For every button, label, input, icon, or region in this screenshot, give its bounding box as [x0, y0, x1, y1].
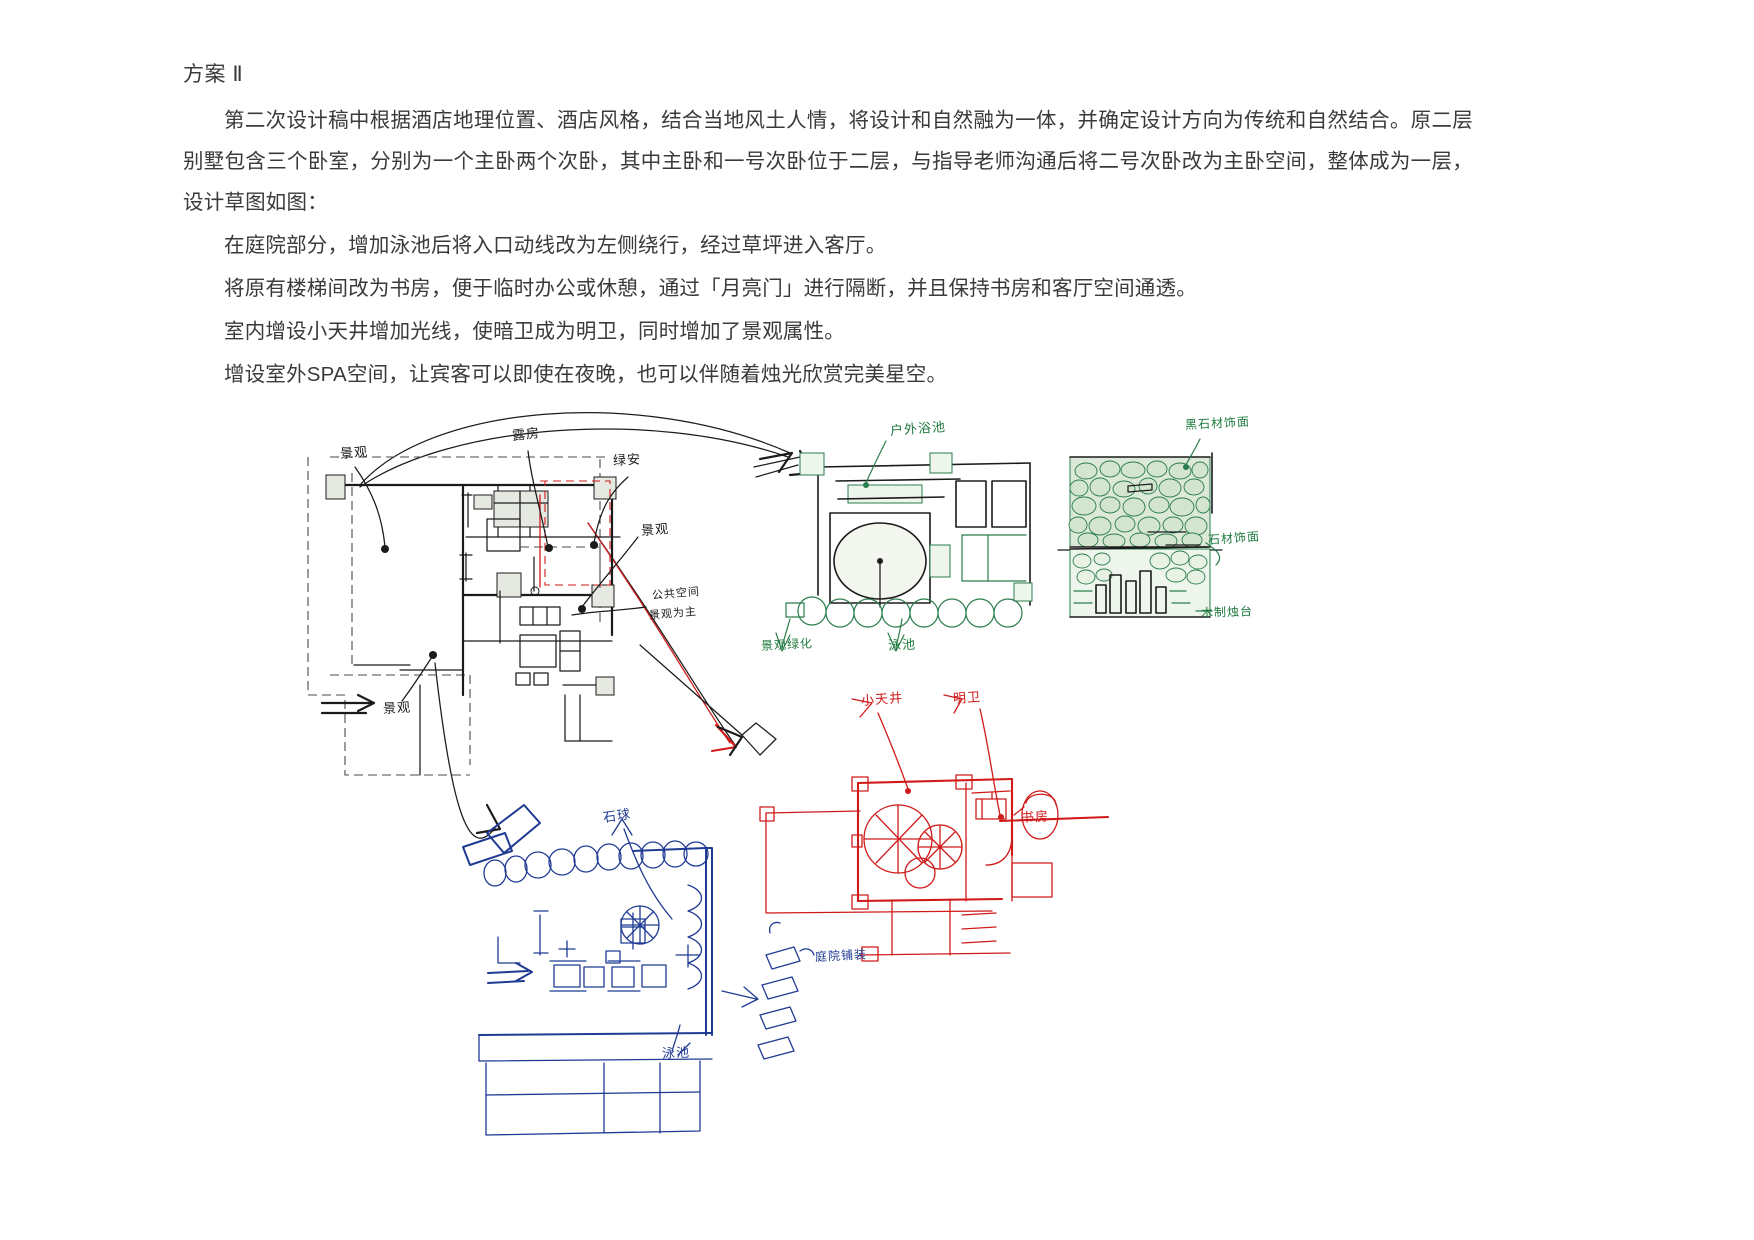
annotation-jingguan-lvhua: 景观绿化	[760, 636, 814, 653]
sketch-canvas: .bk { stroke:#1b1b1b; fill:none; stroke-…	[307, 412, 1223, 1136]
sketch-bath-lightwell-plan	[639, 644, 1110, 962]
paragraph-3: 将原有楼梯间改为书房，便于临时办公或休憩，通过「月亮门」进行隔断，并且保持书房和…	[224, 277, 1197, 300]
annotation-mingwei: 明卫	[952, 690, 982, 707]
annotation-jingguan-1: 景观	[339, 445, 369, 462]
page-title: 方案 Ⅱ	[183, 63, 244, 86]
annotation-lvan: 绿安	[612, 452, 642, 469]
paragraph-1: 第二次设计稿中根据酒店地理位置、酒店风格，结合当地风土人情，将设计和自然融为一体…	[183, 109, 1473, 214]
connector-arcs	[359, 412, 794, 839]
paragraph-2: 在庭院部分，增加泳池后将入口动线改为左侧绕行，经过草坪进入客厅。	[224, 234, 887, 257]
annotation-muzhi-zhutai: 木制烛台	[1200, 604, 1254, 620]
annotation-tingyuan-puzhuang: 庭院铺装	[814, 947, 868, 964]
document-text-block: 方案 Ⅱ 第二次设计稿中根据酒店地理位置、酒店风格，结合当地风土人情，将设计和自…	[183, 56, 1473, 395]
annotation-xiao-tianjing: 小天井	[860, 691, 904, 709]
sketch-outdoor-bath	[753, 440, 1033, 652]
annotation-jingguan-3: 景观	[382, 700, 412, 717]
sketch-illustration-area: .bk { stroke:#1b1b1b; fill:none; stroke-…	[0, 395, 1754, 1240]
annotation-yongchi: 泳池	[661, 1045, 691, 1062]
paragraph-5: 增设室外SPA空间，让宾客可以即使在夜晚，也可以伴随着烛光欣赏完美星空。	[224, 363, 948, 386]
annotation-yongchi-green: 泳池	[887, 637, 917, 654]
annotation-jingguan-2: 景观	[640, 522, 670, 539]
annotation-shufang: 书房	[1020, 809, 1050, 826]
annotation-loufang: 露房	[511, 426, 541, 444]
annotation-shiqiu: 石球	[602, 807, 633, 826]
annotation-huwai-yuchi: 户外浴池	[889, 420, 947, 439]
sketch-pool-courtyard-plan	[462, 804, 815, 1136]
paragraph-4: 室内增设小天井增加光线，使暗卫成为明卫，同时增加了景观属性。	[224, 320, 845, 343]
sketch-main-floor-plan	[307, 450, 647, 776]
annotation-shicai-shimian: 石材饰面	[1207, 529, 1261, 547]
sketch-stone-paving-lower	[1069, 542, 1221, 618]
annotation-heishicai-shimian: 黑石材饰面	[1184, 414, 1251, 432]
sketch-stone-wall-upper	[1057, 438, 1223, 551]
